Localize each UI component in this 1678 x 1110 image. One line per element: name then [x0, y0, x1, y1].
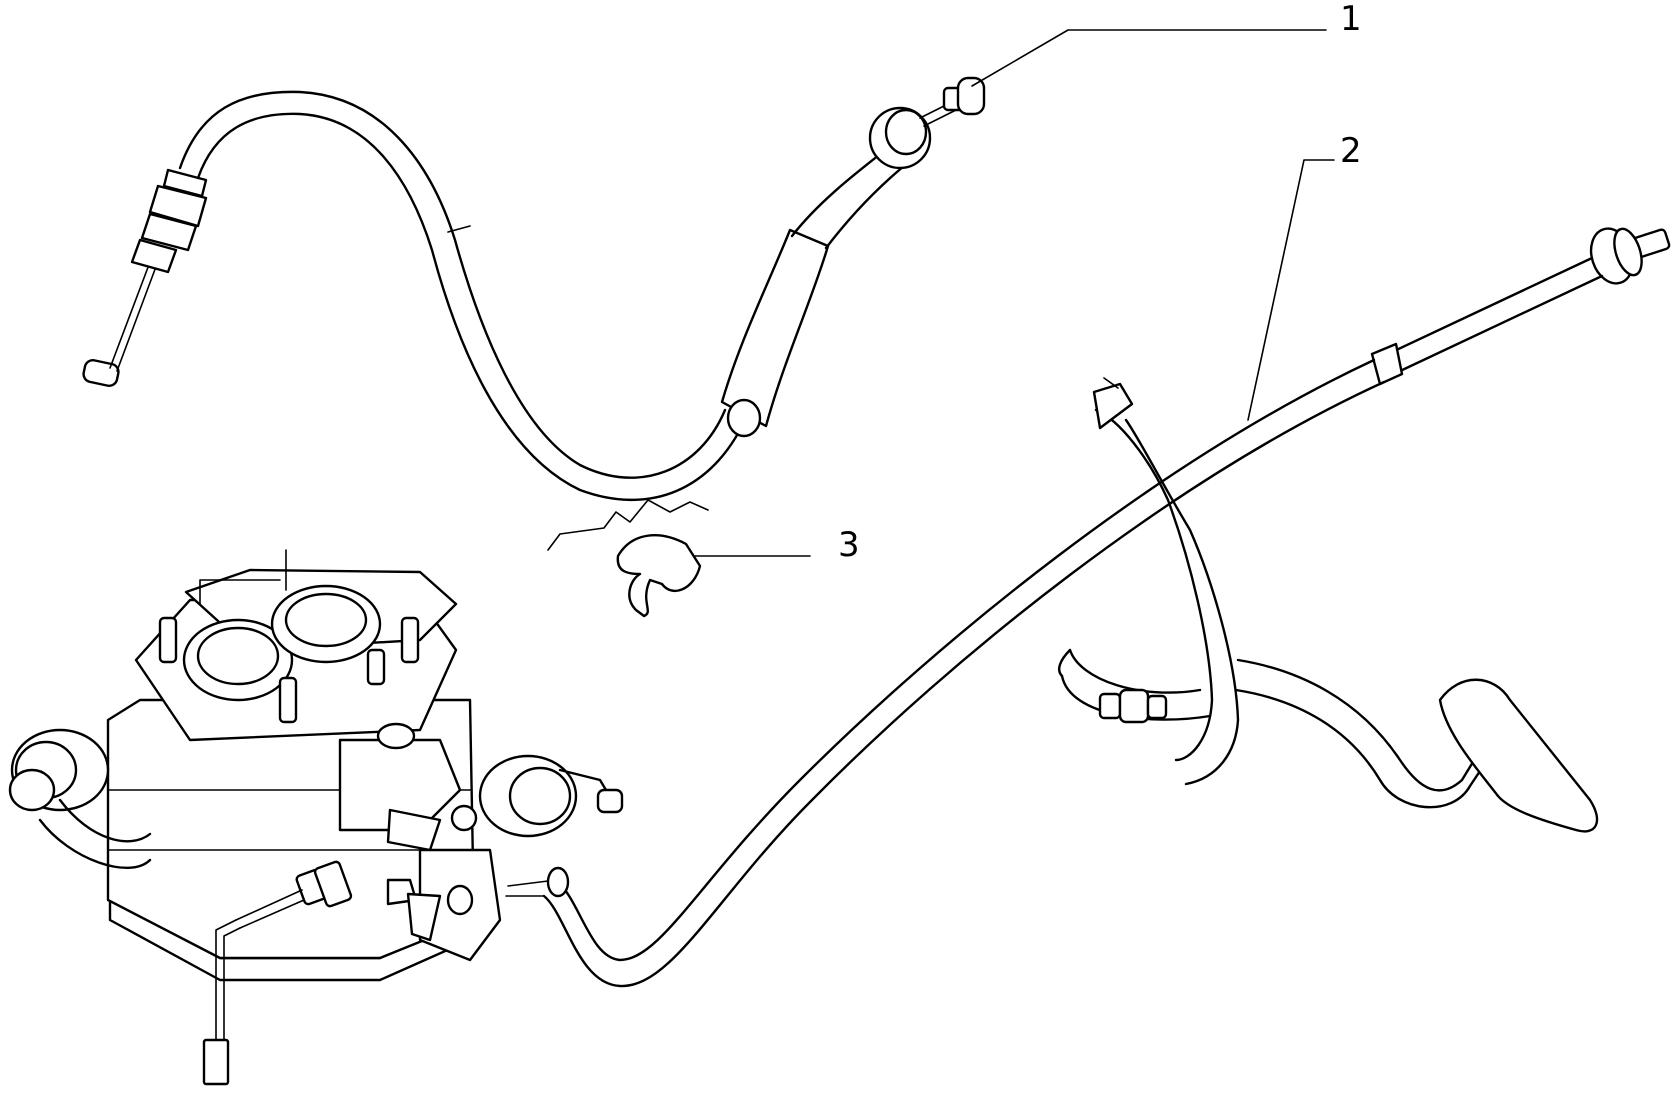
part-1-accelerator-cable — [82, 76, 986, 502]
callout-2: 2 — [1340, 131, 1362, 171]
part-2-pedal-cable — [505, 227, 1671, 988]
callout-3: 3 — [838, 525, 860, 565]
callout-1: 1 — [1340, 0, 1362, 39]
callout-labels: 1 2 3 — [838, 0, 1362, 565]
callout-leaders — [693, 29, 1335, 557]
carburetor-assembly — [8, 549, 624, 1086]
part-3-clip — [547, 499, 709, 618]
